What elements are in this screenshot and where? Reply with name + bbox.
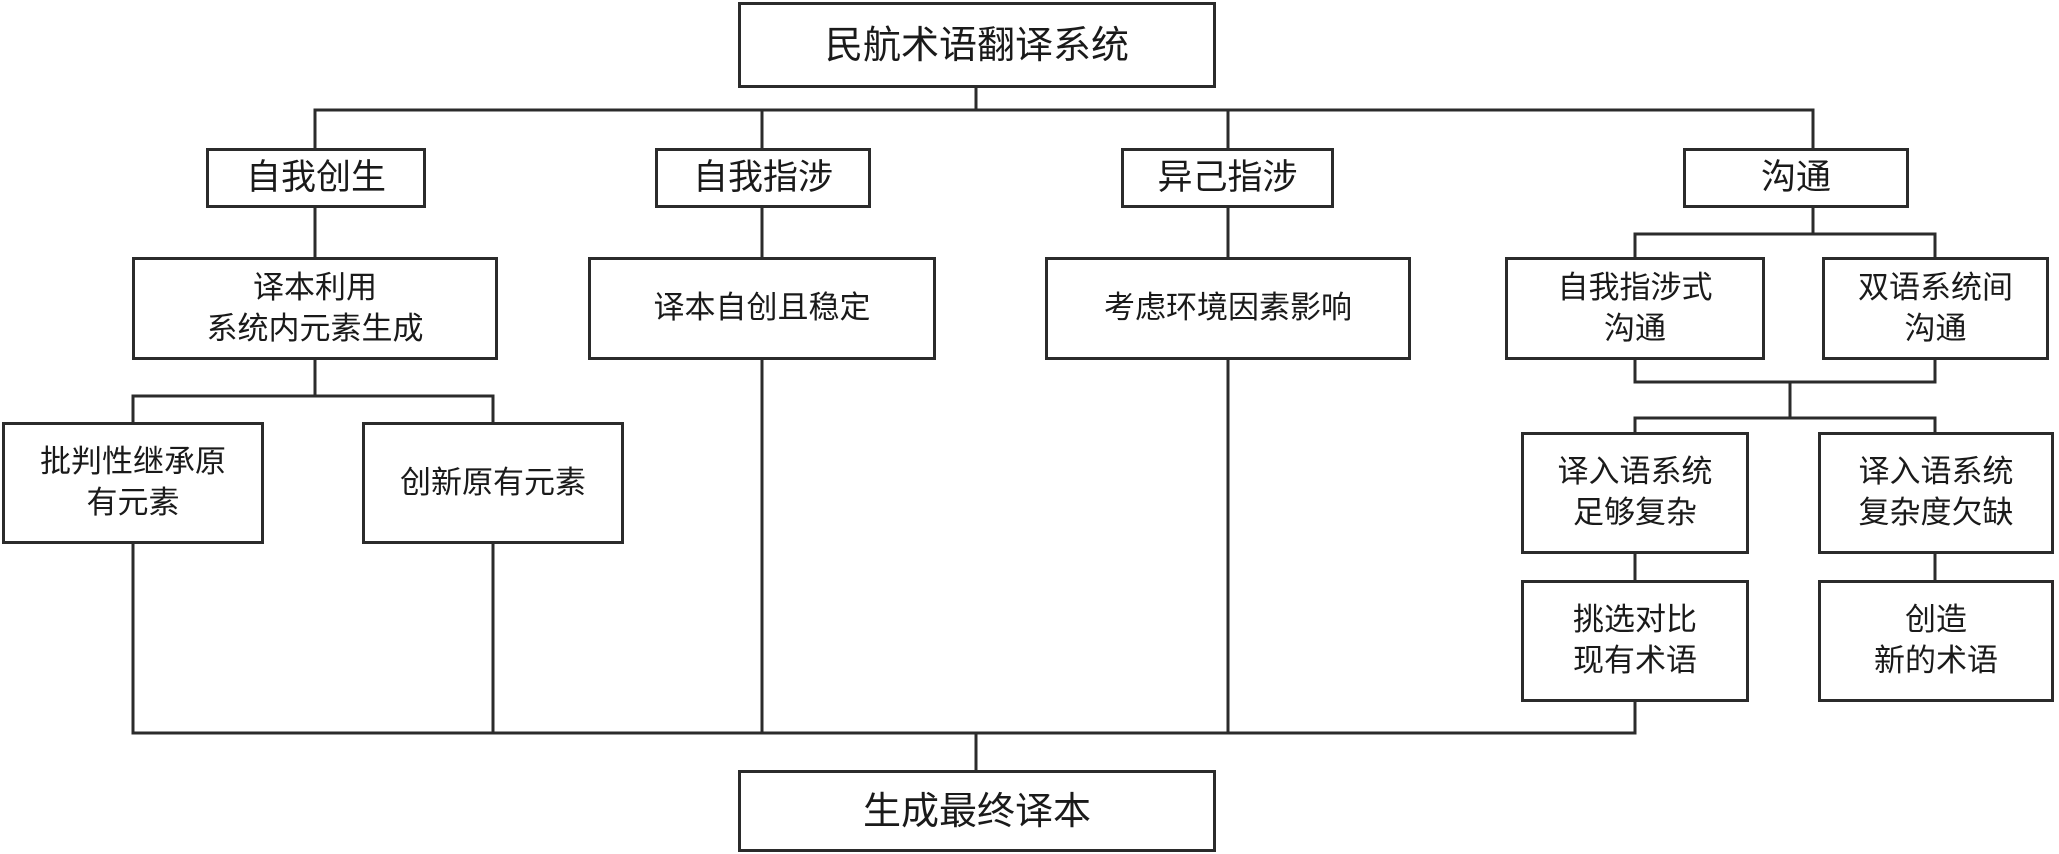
node-label: 创造 新的术语 [1874, 602, 1998, 679]
category-label: 沟通 [1760, 157, 1831, 198]
node-label: 自我指涉式 沟通 [1557, 269, 1713, 347]
category-self-reference: 自我指涉 [655, 148, 871, 208]
node-create-new-terms: 创造 新的术语 [1818, 580, 2054, 702]
node-label: 创新原有元素 [400, 464, 586, 501]
node-select-compare-terms: 挑选对比 现有术语 [1521, 580, 1749, 702]
result-label: 生成最终译本 [862, 788, 1091, 833]
node-label: 双语系统间 沟通 [1858, 269, 2013, 347]
category-self-creation: 自我创生 [206, 148, 426, 208]
node-label: 批判性继承原 有元素 [40, 444, 226, 521]
category-label: 异己指涉 [1157, 157, 1298, 198]
root-label: 民航术语翻译系统 [824, 22, 1129, 67]
node-self-referential-communication: 自我指涉式 沟通 [1505, 257, 1765, 360]
node-target-complex-enough: 译入语系统 足够复杂 [1521, 432, 1749, 554]
category-other-reference: 异己指涉 [1121, 148, 1334, 208]
node-innovate-original: 创新原有元素 [362, 422, 624, 544]
node-critical-inherit: 批判性继承原 有元素 [2, 422, 264, 544]
node-bilingual-communication: 双语系统间 沟通 [1822, 257, 2049, 360]
node-translation-uses-system-elements: 译本利用 系统内元素生成 [132, 257, 498, 360]
node-label: 考虑环境因素影响 [1104, 290, 1352, 327]
category-label: 自我创生 [245, 157, 386, 198]
node-consider-environment: 考虑环境因素影响 [1045, 257, 1411, 360]
node-label: 译入语系统 足够复杂 [1557, 454, 1713, 531]
result-node: 生成最终译本 [738, 770, 1216, 852]
node-label: 挑选对比 现有术语 [1573, 602, 1697, 679]
node-self-created-stable: 译本自创且稳定 [588, 257, 936, 360]
node-label: 译本利用 系统内元素生成 [206, 269, 424, 347]
root-node: 民航术语翻译系统 [738, 2, 1216, 88]
node-label: 译本自创且稳定 [653, 290, 871, 327]
category-communication: 沟通 [1683, 148, 1909, 208]
node-label: 译入语系统 复杂度欠缺 [1858, 454, 2014, 531]
category-label: 自我指涉 [692, 157, 833, 198]
node-target-lacks-complexity: 译入语系统 复杂度欠缺 [1818, 432, 2054, 554]
